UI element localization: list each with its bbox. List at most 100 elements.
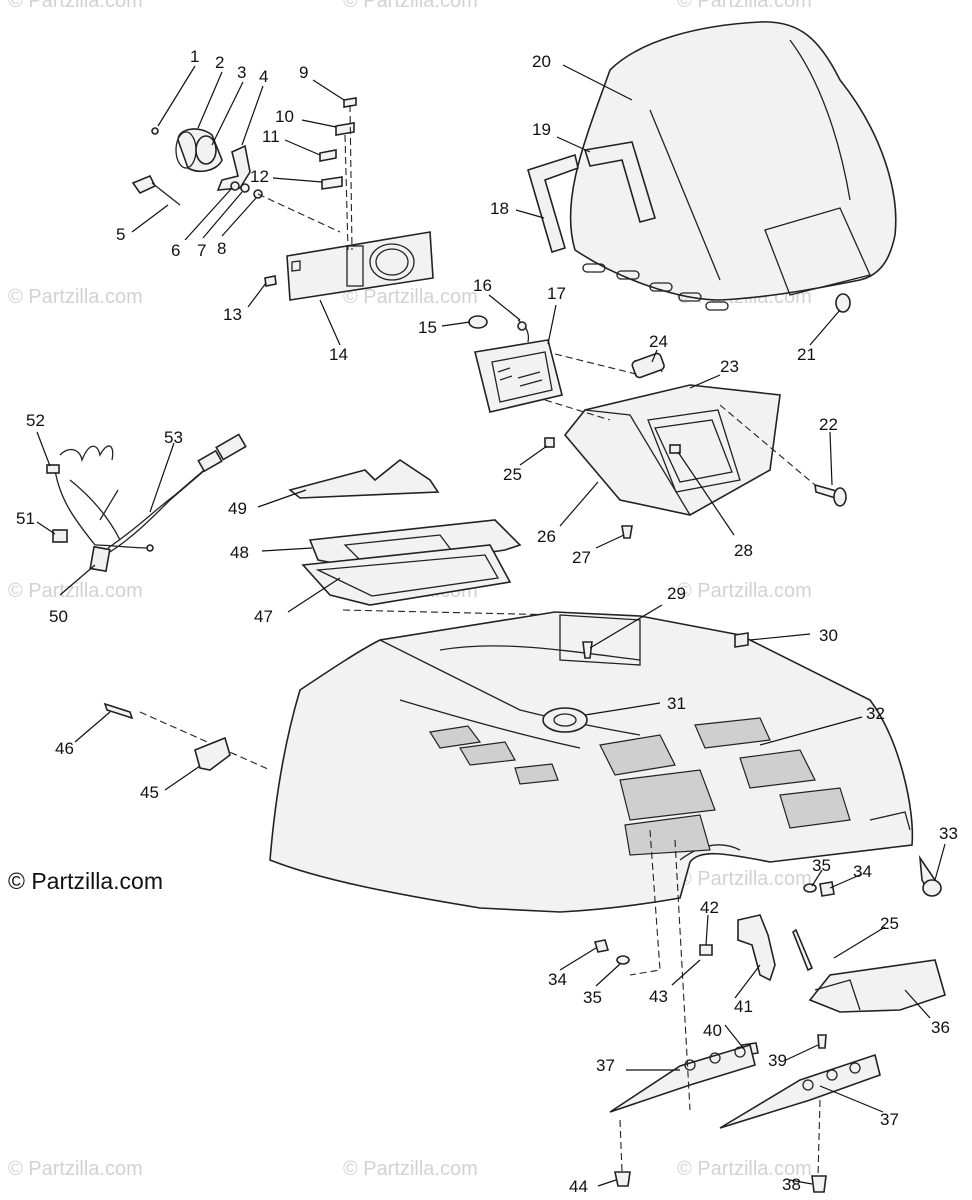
vent-grille <box>308 519 522 571</box>
copyright-notice: © Partzilla.com <box>8 868 163 894</box>
switch <box>321 176 343 190</box>
mount-bracket <box>737 914 776 982</box>
switch <box>319 149 337 162</box>
callout-33: 33 <box>939 824 958 843</box>
callout-24: 24 <box>649 332 668 351</box>
clip <box>669 444 681 454</box>
headlight-bulb <box>468 315 488 329</box>
callout-37: 37 <box>596 1056 615 1075</box>
callout-32: 32 <box>866 704 885 723</box>
hood-grommet <box>542 707 588 733</box>
switch <box>335 122 355 136</box>
callout-41: 41 <box>734 997 753 1016</box>
headlight <box>474 339 563 413</box>
callout-37: 37 <box>880 1110 899 1129</box>
callout-18: 18 <box>490 199 509 218</box>
pin <box>103 702 134 720</box>
watermark: © Partzilla.com <box>343 1158 478 1180</box>
watermark: © Partzilla.com <box>8 286 143 308</box>
callout-7: 7 <box>197 241 206 260</box>
callout-39: 39 <box>768 1051 787 1070</box>
watermark: © Partzilla.com <box>677 0 812 12</box>
callout-19: 19 <box>532 120 551 139</box>
callout-14: 14 <box>329 345 348 364</box>
callout-48: 48 <box>230 543 249 562</box>
windshield-seam <box>649 109 721 281</box>
cable-end <box>131 174 157 195</box>
callout-15: 15 <box>418 318 437 337</box>
callout-47: 47 <box>254 607 273 626</box>
bolt <box>699 944 713 956</box>
screw <box>811 1175 827 1193</box>
callout-35: 35 <box>583 988 602 1007</box>
callout-42: 42 <box>700 898 719 917</box>
callout-16: 16 <box>473 276 492 295</box>
callout-44: 44 <box>569 1177 588 1196</box>
switch <box>343 97 357 108</box>
clip <box>544 437 555 448</box>
screw <box>817 1034 827 1049</box>
windshield-slots <box>582 263 729 311</box>
callout-45: 45 <box>140 783 159 802</box>
callout-34: 34 <box>853 862 872 881</box>
callout-1: 1 <box>190 47 199 66</box>
gauge-bracket <box>216 144 251 191</box>
callout-30: 30 <box>819 626 838 645</box>
callout-46: 46 <box>55 739 74 758</box>
callout-12: 12 <box>250 167 269 186</box>
callout-25: 25 <box>880 914 899 933</box>
callout-5: 5 <box>116 225 125 244</box>
leader-lines <box>36 64 946 1187</box>
callout-36: 36 <box>931 1018 950 1037</box>
watermark: © Partzilla.com <box>343 286 478 308</box>
callout-38: 38 <box>782 1175 801 1194</box>
bolt <box>833 487 847 507</box>
callout-25: 25 <box>503 465 522 484</box>
decal-right <box>583 141 657 223</box>
callout-28: 28 <box>734 541 753 560</box>
callout-2: 2 <box>215 53 224 72</box>
callout-8: 8 <box>217 239 226 258</box>
headlight-mount <box>808 959 946 1013</box>
vent-cover <box>288 459 440 499</box>
callout-52: 52 <box>26 411 45 430</box>
callout-4: 4 <box>259 67 268 86</box>
callout-6: 6 <box>171 241 180 260</box>
callout-40: 40 <box>703 1021 722 1040</box>
vent-frame <box>301 544 512 606</box>
nut <box>593 939 610 953</box>
hood <box>269 611 914 913</box>
skid-plate <box>719 1053 881 1129</box>
nut <box>819 881 835 897</box>
callout-50: 50 <box>49 607 68 626</box>
callout-20: 20 <box>532 52 551 71</box>
callout-51: 51 <box>16 509 35 528</box>
watermark: © Partzilla.com <box>8 1158 143 1180</box>
callout-3: 3 <box>237 63 246 82</box>
instrument-panel <box>286 231 434 301</box>
screw <box>614 1171 631 1187</box>
hood-bracket <box>194 736 231 771</box>
screw <box>734 632 749 648</box>
callout-22: 22 <box>819 415 838 434</box>
callout-labels: 1 2 3 4 5 6 7 8 9 10 11 12 13 14 15 16 1… <box>16 47 958 1196</box>
callout-29: 29 <box>667 584 686 603</box>
watermark: © Partzilla.com <box>677 868 812 890</box>
callout-11: 11 <box>262 127 280 146</box>
callout-10: 10 <box>275 107 294 126</box>
callout-23: 23 <box>720 357 739 376</box>
washer <box>616 955 630 965</box>
wiring-harness <box>46 433 247 573</box>
decal-left <box>527 153 579 254</box>
windshield-edge <box>789 39 851 201</box>
screw <box>582 641 593 659</box>
callout-35: 35 <box>812 856 831 875</box>
washer <box>803 883 817 893</box>
watermark: © Partzilla.com <box>8 0 143 12</box>
callout-31: 31 <box>667 694 686 713</box>
callout-26: 26 <box>537 527 556 546</box>
spring <box>631 352 665 379</box>
windshield-fastener <box>835 293 851 313</box>
callout-49: 49 <box>228 499 247 518</box>
